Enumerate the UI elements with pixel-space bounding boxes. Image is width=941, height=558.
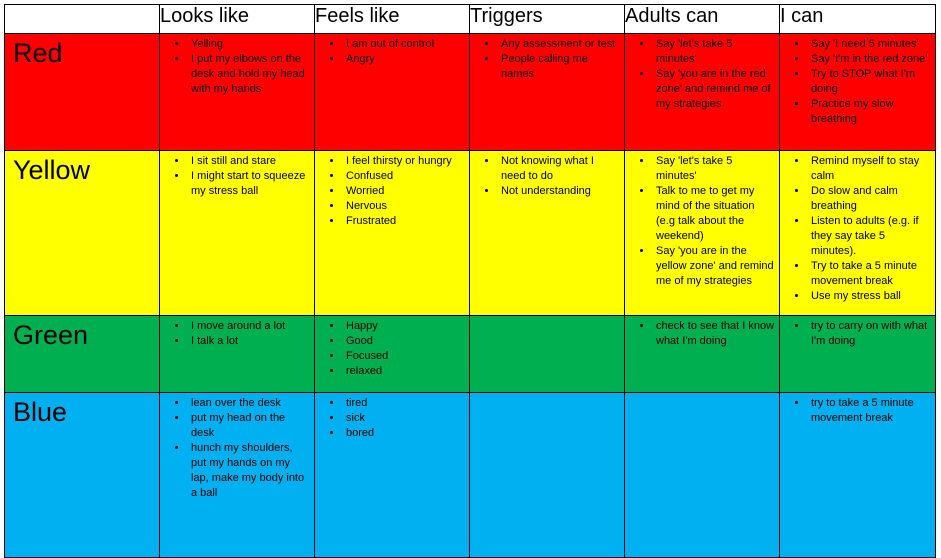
cell-red-looks-like: YellingI put my elbows on the desk and h… <box>159 33 315 151</box>
header-corner <box>4 4 160 34</box>
bullet-list: HappyGoodFocusedrelaxed <box>316 317 469 380</box>
cell-green-adults-can: check to see that I know what I'm doing <box>624 315 780 393</box>
list-item: Confused <box>343 169 465 184</box>
list-item: Not knowing what I need to do <box>498 154 620 184</box>
cell-green-i-can: try to carry on with what I'm doing <box>779 315 936 393</box>
zone-name-green: Green <box>4 315 160 393</box>
bullet-list: I move around a lotI talk a lot <box>161 317 314 350</box>
list-item: Remind myself to stay calm <box>808 154 931 184</box>
list-item: Focused <box>343 349 465 364</box>
zone-row-green: GreenI move around a lotI talk a lotHapp… <box>4 315 936 393</box>
list-item: relaxed <box>343 364 465 379</box>
header-i-can: I can <box>779 4 936 34</box>
zone-rows: RedYellingI put my elbows on the desk an… <box>4 33 936 558</box>
cell-blue-adults-can <box>624 392 780 558</box>
cell-blue-looks-like: lean over the deskput my head on the des… <box>159 392 315 558</box>
list-item: Listen to adults (e.g. if they say take … <box>808 214 931 259</box>
cell-blue-i-can: try to take a 5 minute movement break <box>779 392 936 558</box>
zone-name-blue: Blue <box>4 392 160 558</box>
cell-red-adults-can: Say 'let's take 5 minutes'Say 'you are i… <box>624 33 780 151</box>
header-row: Looks like Feels like Triggers Adults ca… <box>4 4 936 34</box>
cell-red-i-can: Say 'I need 5 minutes'Say 'I'm in the re… <box>779 33 936 151</box>
list-item: Use my stress ball <box>808 289 931 304</box>
cell-yellow-i-can: Remind myself to stay calmDo slow and ca… <box>779 150 936 316</box>
list-item: I might start to squeeze my stress ball <box>188 169 310 199</box>
list-item: try to carry on with what I'm doing <box>808 319 931 349</box>
list-item: I am out of control <box>343 37 465 52</box>
list-item: Say 'I'm in the red zone' <box>808 52 931 67</box>
bullet-list: Say 'let's take 5 minutes'Say 'you are i… <box>626 35 779 113</box>
cell-yellow-adults-can: Say 'let's take 5 minutes'Talk to me to … <box>624 150 780 316</box>
list-item: sick <box>343 411 465 426</box>
cell-red-feels-like: I am out of controlAngry <box>314 33 470 151</box>
cell-yellow-feels-like: I feel thirsty or hungryConfusedWorriedN… <box>314 150 470 316</box>
bullet-list: Remind myself to stay calmDo slow and ca… <box>781 152 935 305</box>
header-triggers: Triggers <box>469 4 625 34</box>
list-item: Yelling <box>188 37 310 52</box>
list-item: Happy <box>343 319 465 334</box>
bullet-list: Say 'let's take 5 minutes'Talk to me to … <box>626 152 779 290</box>
cell-yellow-triggers: Not knowing what I need to doNot underst… <box>469 150 625 316</box>
cell-red-triggers: Any assessment or testPeople calling me … <box>469 33 625 151</box>
bullet-list: check to see that I know what I'm doing <box>626 317 779 350</box>
list-item: Say 'you are in the red zone' and remind… <box>653 67 775 112</box>
header-looks-like: Looks like <box>159 4 315 34</box>
list-item: Try to STOP what I'm doing <box>808 67 931 97</box>
bullet-list: Any assessment or testPeople calling me … <box>471 35 624 83</box>
list-item: Do slow and calm breathing <box>808 184 931 214</box>
list-item: Good <box>343 334 465 349</box>
list-item: Frustrated <box>343 214 465 229</box>
bullet-list: I feel thirsty or hungryConfusedWorriedN… <box>316 152 469 230</box>
list-item: I sit still and stare <box>188 154 310 169</box>
list-item: Worried <box>343 184 465 199</box>
zone-name-red: Red <box>4 33 160 151</box>
list-item: I move around a lot <box>188 319 310 334</box>
list-item: lean over the desk <box>188 396 310 411</box>
list-item: I feel thirsty or hungry <box>343 154 465 169</box>
list-item: Not understanding <box>498 184 620 199</box>
bullet-list: try to take a 5 minute movement break <box>781 394 935 427</box>
cell-blue-feels-like: tiredsickbored <box>314 392 470 558</box>
zones-table: Looks like Feels like Triggers Adults ca… <box>4 4 936 558</box>
bullet-list: Not knowing what I need to doNot underst… <box>471 152 624 200</box>
list-item: hunch my shoulders, put my hands on my l… <box>188 441 310 501</box>
bullet-list: lean over the deskput my head on the des… <box>161 394 314 502</box>
cell-blue-triggers <box>469 392 625 558</box>
bullet-list: Say 'I need 5 minutes'Say 'I'm in the re… <box>781 35 935 128</box>
list-item: put my head on the desk <box>188 411 310 441</box>
list-item: People calling me names <box>498 52 620 82</box>
cell-green-looks-like: I move around a lotI talk a lot <box>159 315 315 393</box>
bullet-list: tiredsickbored <box>316 394 469 442</box>
zone-name-yellow: Yellow <box>4 150 160 316</box>
zone-row-yellow: YellowI sit still and stareI might start… <box>4 150 936 316</box>
list-item: Say 'let's take 5 minutes' <box>653 37 775 67</box>
header-adults-can: Adults can <box>624 4 780 34</box>
bullet-list: try to carry on with what I'm doing <box>781 317 935 350</box>
cell-yellow-looks-like: I sit still and stareI might start to sq… <box>159 150 315 316</box>
list-item: check to see that I know what I'm doing <box>653 319 775 349</box>
list-item: tired <box>343 396 465 411</box>
list-item: Try to take a 5 minute movement break <box>808 259 931 289</box>
list-item: Say 'I need 5 minutes' <box>808 37 931 52</box>
list-item: bored <box>343 426 465 441</box>
list-item: Angry <box>343 52 465 67</box>
header-feels-like: Feels like <box>314 4 470 34</box>
zone-row-red: RedYellingI put my elbows on the desk an… <box>4 33 936 151</box>
list-item: Practice my slow breathing <box>808 97 931 127</box>
bullet-list: I am out of controlAngry <box>316 35 469 68</box>
list-item: Say 'let's take 5 minutes' <box>653 154 775 184</box>
list-item: I put my elbows on the desk and hold my … <box>188 52 310 97</box>
cell-green-feels-like: HappyGoodFocusedrelaxed <box>314 315 470 393</box>
cell-green-triggers <box>469 315 625 393</box>
bullet-list: I sit still and stareI might start to sq… <box>161 152 314 200</box>
list-item: Nervous <box>343 199 465 214</box>
list-item: Say 'you are in the yellow zone' and rem… <box>653 244 775 289</box>
list-item: try to take a 5 minute movement break <box>808 396 931 426</box>
list-item: Any assessment or test <box>498 37 620 52</box>
bullet-list: YellingI put my elbows on the desk and h… <box>161 35 314 98</box>
list-item: Talk to me to get my mind of the situati… <box>653 184 775 244</box>
zone-row-blue: Bluelean over the deskput my head on the… <box>4 392 936 558</box>
list-item: I talk a lot <box>188 334 310 349</box>
